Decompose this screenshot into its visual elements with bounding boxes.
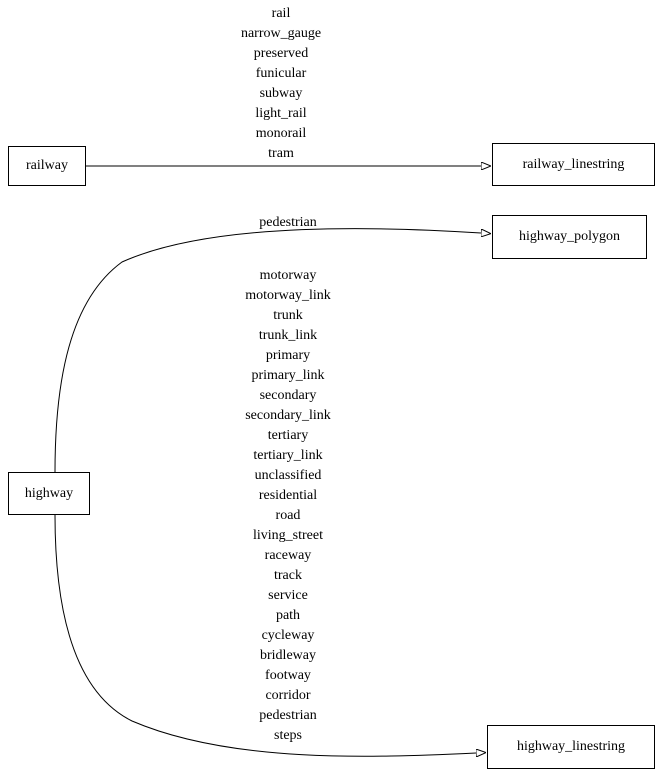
edge-label-highway-linestring-values: motorway motorway_link trunk trunk_link …: [245, 268, 331, 743]
edge-highway-to-highway-polygon: [54, 228, 481, 473]
node-railway-label: railway: [26, 158, 68, 173]
node-railway: railway: [8, 146, 86, 186]
node-highway-polygon-label: highway_polygon: [518, 229, 621, 244]
node-highway-linestring-label: highway_linestring: [516, 739, 626, 754]
edge-highway-to-highway-linestring: [54, 514, 476, 756]
node-railway-linestring: railway_linestring: [492, 143, 655, 186]
node-highway: highway: [8, 472, 90, 515]
edge-label-highway-polygon-values: pedestrian: [259, 215, 317, 230]
node-highway-label: highway: [24, 485, 74, 501]
edge-label-railway-values: rail narrow_gauge preserved funicular su…: [240, 6, 322, 161]
node-highway-polygon: highway_polygon: [492, 215, 647, 259]
node-highway-linestring: highway_linestring: [487, 725, 655, 769]
node-railway-linestring-label: railway_linestring: [522, 156, 625, 172]
